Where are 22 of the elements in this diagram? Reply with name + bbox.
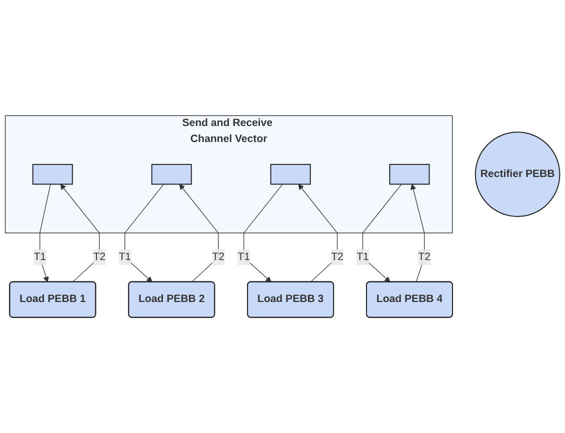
arrow <box>40 184 51 282</box>
arrow <box>362 184 402 282</box>
edge-label: T1 <box>238 251 250 263</box>
edge-label: T2 <box>331 251 344 263</box>
node-box <box>270 164 311 185</box>
arrow <box>298 184 338 282</box>
node-box <box>32 164 73 185</box>
arrow <box>124 184 164 282</box>
arrow <box>243 184 283 282</box>
edge-label: T2 <box>418 251 430 263</box>
arrow <box>60 184 100 282</box>
node-box <box>151 164 192 185</box>
arrow <box>410 184 425 282</box>
edge-label: T1 <box>356 251 369 263</box>
cluster: Send and Receive Channel Vector <box>4 115 453 234</box>
edge-label: T2 <box>212 251 224 263</box>
arrow <box>179 184 219 282</box>
node-box <box>389 164 430 185</box>
node-circle: Rectifier PEBB <box>474 132 560 217</box>
edge-label: T1 <box>118 251 131 263</box>
edge-label: T1 <box>34 251 46 263</box>
edge-label: T2 <box>93 251 106 263</box>
